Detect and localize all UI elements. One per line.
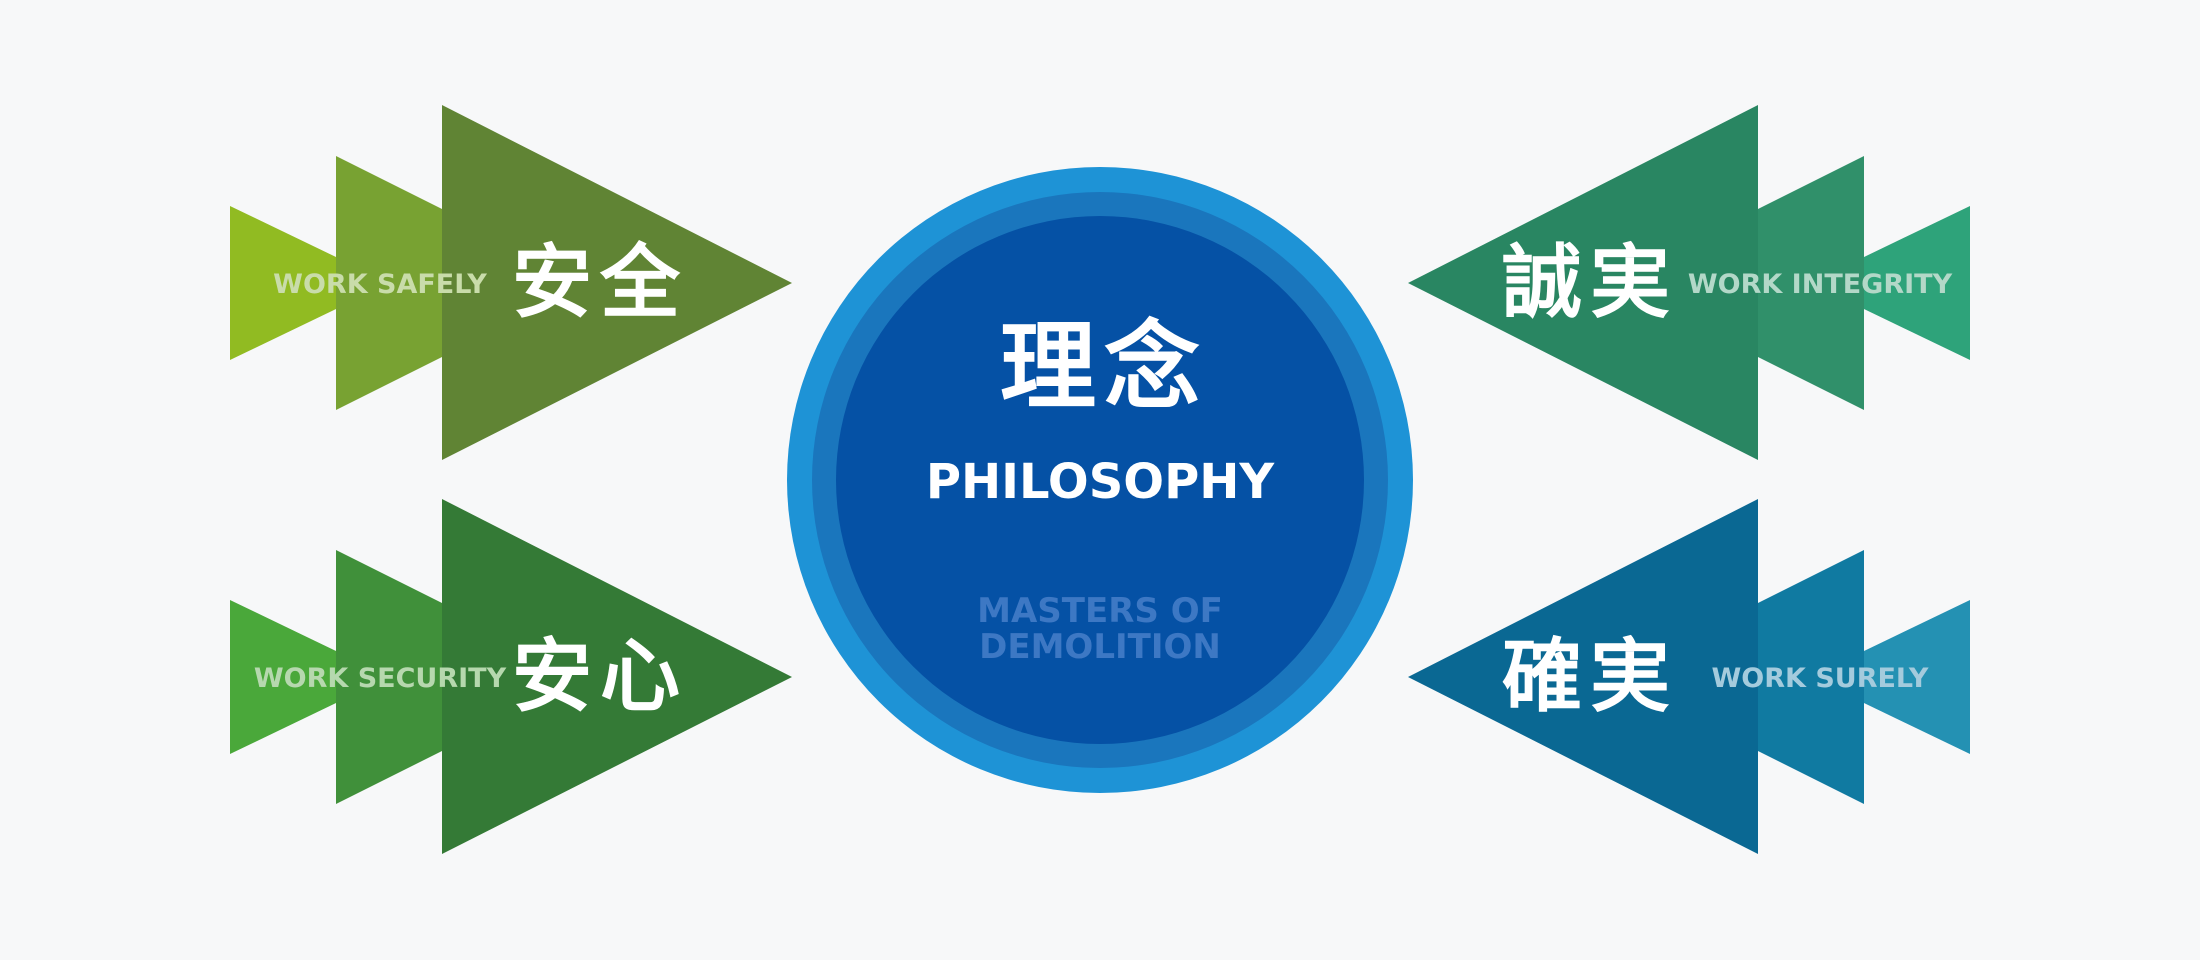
- value-english-safety: WORK SAFELY: [273, 269, 487, 300]
- arrow-small-safety: [230, 206, 390, 360]
- arrow-large-security: [442, 499, 792, 854]
- value-kanji-safety: 安全: [512, 236, 688, 329]
- arrow-small-surely: [1810, 600, 1970, 754]
- center-tagline-line1: MASTERS OF: [977, 591, 1223, 631]
- arrow-large-safety: [442, 105, 792, 460]
- arrow-large-integrity: [1408, 105, 1758, 460]
- value-english-security: WORK SECURITY: [254, 663, 507, 694]
- center-english: PHILOSOPHY: [926, 454, 1276, 510]
- value-group-security: WORK SECURITY 安心: [230, 499, 792, 854]
- center-circle: 理念 PHILOSOPHY MASTERS OF DEMOLITION: [787, 167, 1413, 793]
- value-group-safety: WORK SAFELY 安全: [230, 105, 792, 460]
- value-group-surely: 確実 WORK SURELY: [1408, 499, 1970, 854]
- arrow-large-surely: [1408, 499, 1758, 854]
- arrow-small-integrity: [1810, 206, 1970, 360]
- value-kanji-surely: 確実: [1502, 630, 1678, 723]
- value-english-surely: WORK SURELY: [1711, 663, 1928, 694]
- value-english-integrity: WORK INTEGRITY: [1688, 269, 1953, 300]
- value-group-integrity: 誠実 WORK INTEGRITY: [1408, 105, 1970, 460]
- value-kanji-security: 安心: [512, 630, 688, 723]
- center-kanji: 理念: [1000, 311, 1208, 423]
- arrow-small-security: [230, 600, 390, 754]
- center-core: [836, 216, 1364, 744]
- value-kanji-integrity: 誠実: [1502, 236, 1678, 329]
- center-tagline-line2: DEMOLITION: [979, 627, 1221, 667]
